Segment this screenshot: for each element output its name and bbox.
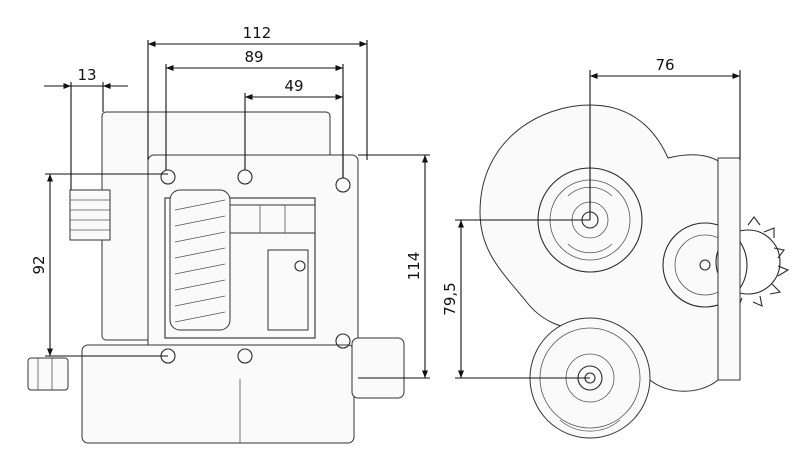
dim-label-89: 89 (244, 48, 263, 66)
bolt-hole (160, 169, 176, 185)
input-shaft (69, 189, 111, 241)
dim-label-79-5: 79,5 (441, 282, 459, 315)
shift-block (267, 249, 309, 331)
output-shaft (229, 204, 316, 234)
idler-gear-body (662, 222, 748, 308)
front-view (479, 104, 790, 439)
dim-label-49: 49 (284, 77, 303, 95)
side-dimensions: 112 89 49 13 92 114 (30, 24, 430, 379)
motor-body (81, 344, 355, 444)
side-view (27, 111, 405, 444)
dim-label-13: 13 (77, 66, 96, 84)
dim-label-114: 114 (405, 252, 423, 281)
bolt-hole (335, 333, 351, 349)
idler-shaft (699, 259, 711, 271)
motor-end-cap (351, 337, 405, 399)
hydraulic-fitting (27, 357, 69, 391)
front-dimensions: 76 79,5 (441, 56, 741, 379)
dim-label-112: 112 (243, 24, 272, 42)
dim-label-76: 76 (655, 56, 674, 74)
dim-label-92: 92 (30, 255, 48, 274)
detent-plug (294, 260, 306, 272)
helical-gear (169, 189, 231, 331)
bolt-hole (237, 348, 253, 364)
external-gear (715, 216, 790, 310)
gear-window (164, 197, 316, 339)
mounting-bracket (717, 157, 741, 381)
